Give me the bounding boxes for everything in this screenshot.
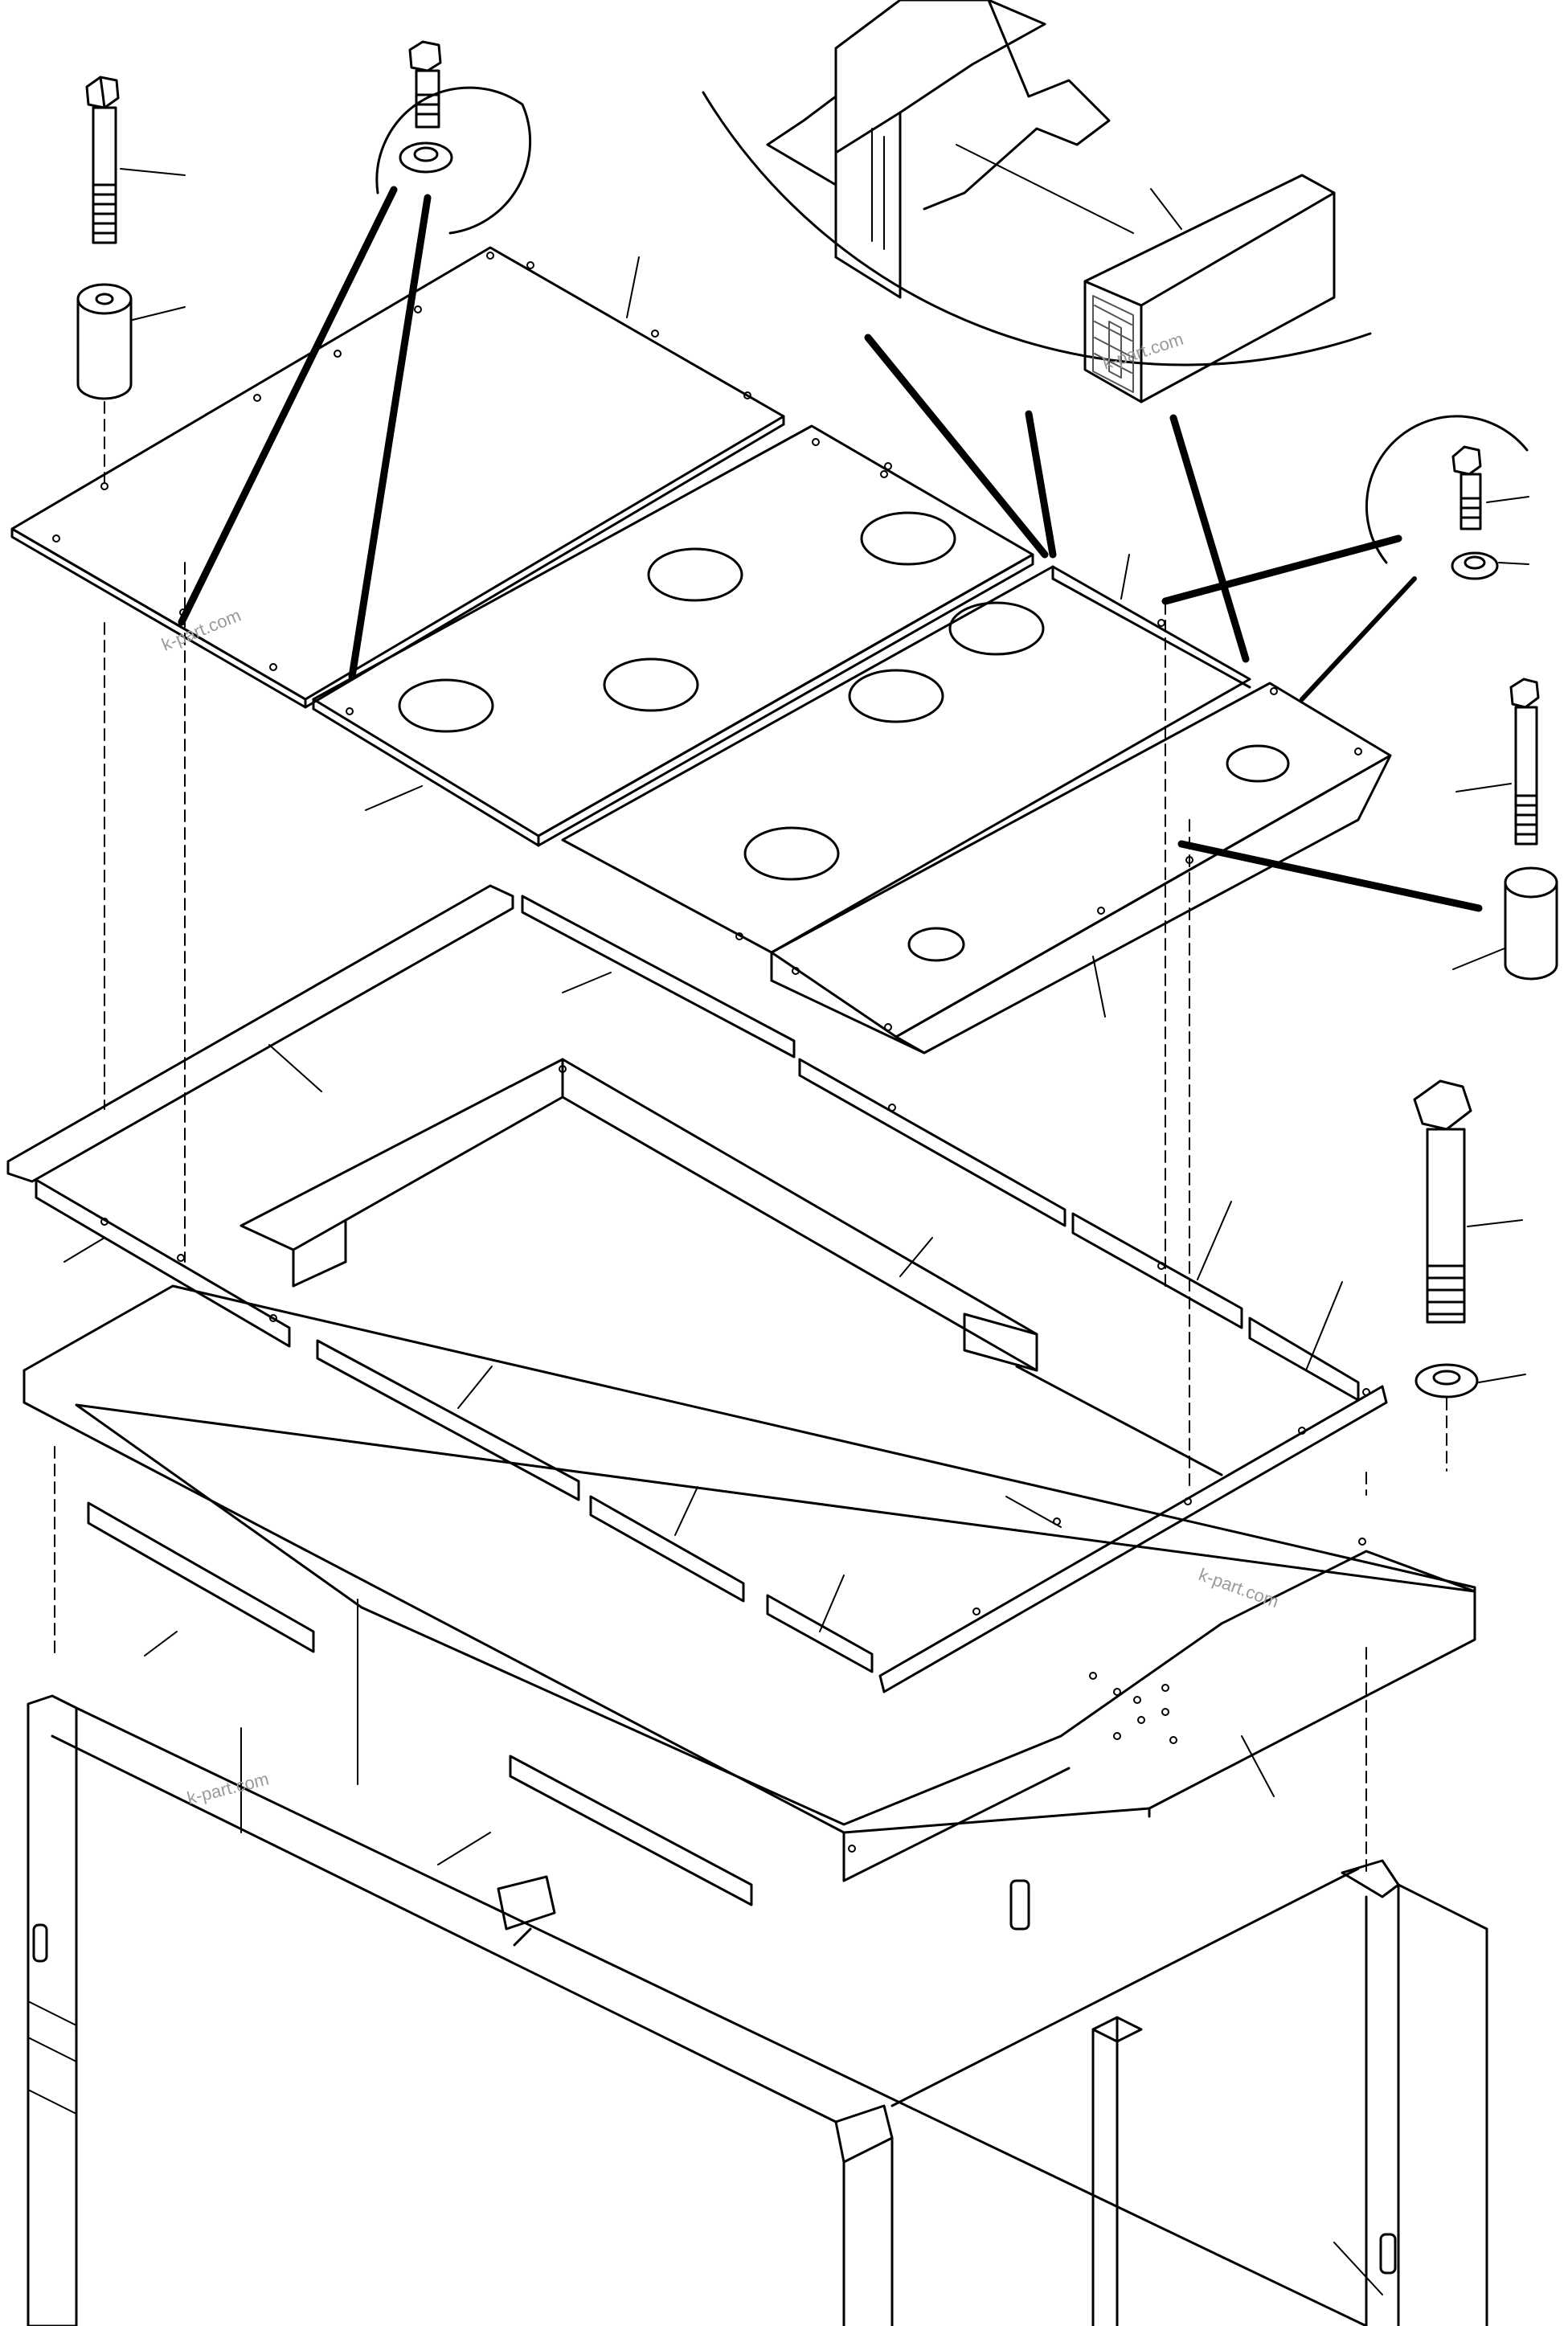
cover-plate-right (561, 554, 1251, 954)
support-bars (6, 884, 1388, 1693)
cover-plate-center (312, 424, 1034, 847)
alignment-lines (54, 562, 1367, 1873)
watermark-2: k-part.com (1100, 329, 1186, 374)
watermark-3: k-part.com (1196, 1564, 1281, 1611)
inner-frame (239, 1058, 1223, 1476)
bolt-right (1455, 678, 1540, 846)
washer-large-right (1414, 1363, 1526, 1472)
outer-frame (23, 1284, 1476, 1882)
bolt-large-right (1413, 1079, 1523, 1324)
cover-plate-far-right (770, 682, 1483, 1054)
spacer-right (1452, 866, 1558, 981)
bolt-and-washer-detail-right (1161, 415, 1529, 702)
cover-plate-left (10, 246, 785, 709)
base-structure (27, 1501, 1488, 2326)
seal-strip (1083, 174, 1336, 663)
watermark-4: k-part.com (185, 1768, 271, 1808)
bolt-and-washer-detail (178, 40, 532, 681)
watermarks: k-part.com k-part.com k-part.com k-part.… (159, 329, 1282, 1808)
fastener-holes (52, 252, 1370, 1853)
seal-section-detail (702, 0, 1372, 559)
spacer-top-left (76, 283, 186, 483)
bolt-top-left (85, 76, 186, 244)
